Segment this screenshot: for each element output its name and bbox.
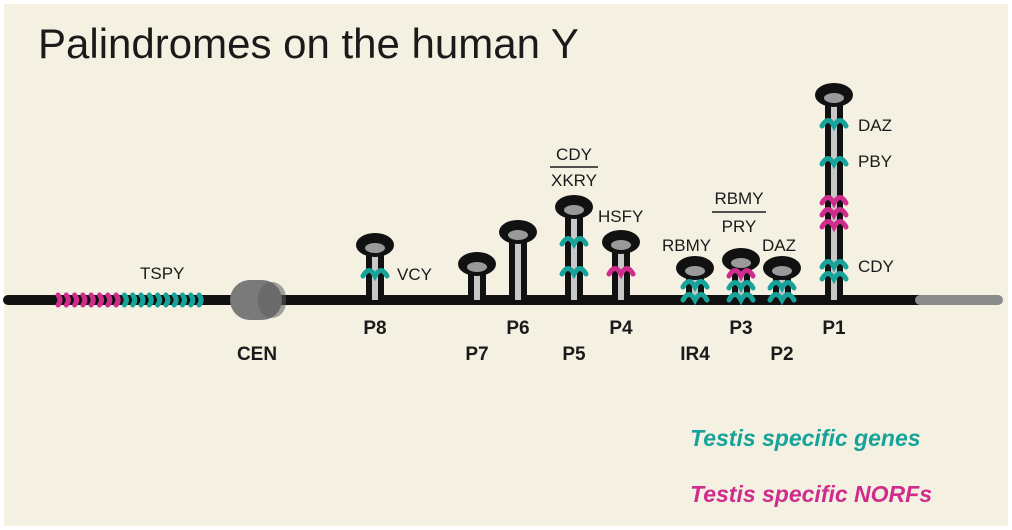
stem-loop-inner: [772, 266, 792, 276]
diagram-title: Palindromes on the human Y: [38, 20, 579, 67]
tspy-band: [188, 292, 196, 308]
palindrome-p1: [815, 83, 853, 300]
tspy-band: [113, 292, 121, 308]
centromere: [230, 280, 286, 320]
gene-label-daz-p2: DAZ: [762, 236, 796, 255]
palindrome-label-ir4: IR4: [680, 344, 710, 365]
gene-band: [819, 259, 849, 273]
tspy-band: [163, 292, 171, 308]
palindrome-label-p3: P3: [729, 318, 752, 339]
gene-label-pby: PBY: [858, 152, 892, 171]
gene-band: [559, 266, 589, 280]
gene-band: [819, 207, 849, 221]
gene-label-hsfy: HSFY: [598, 207, 643, 226]
tspy-band: [72, 292, 80, 308]
gene-label-cdy-p1: CDY: [858, 257, 894, 276]
gene-band: [767, 292, 797, 306]
stem-loop-inner: [508, 230, 528, 240]
gene-band: [680, 279, 710, 293]
gene-band: [767, 280, 797, 294]
tspy-band: [80, 292, 88, 308]
tspy-band: [97, 292, 104, 308]
stem-loop-inner: [365, 243, 385, 253]
palindrome-label-p7: P7: [465, 344, 488, 365]
stem-loop-inner: [685, 266, 705, 276]
legend-testis-norfs: Testis specific NORFs: [690, 481, 932, 507]
palindrome-label-p5: P5: [562, 344, 586, 365]
tspy-band: [138, 292, 146, 308]
gene-band: [726, 292, 756, 306]
legend-testis-genes: Testis specific genes: [690, 425, 921, 451]
gene-band: [819, 195, 849, 209]
gene-label-vcy: VCY: [397, 265, 432, 284]
palindrome-p5: [555, 195, 593, 300]
gene-label-cdy-p5: CDY: [556, 145, 592, 164]
stem-loop-inner: [564, 205, 584, 215]
gene-label-xkry: XKRY: [551, 171, 597, 190]
palindrome-label-p4: P4: [609, 318, 633, 339]
palindrome-p2: [763, 256, 801, 306]
tspy-band: [130, 292, 138, 308]
tspy-band: [196, 292, 204, 308]
stem-loop-inner: [467, 262, 487, 272]
gene-band: [819, 271, 849, 285]
gene-band: [726, 280, 756, 294]
tspy-band: [121, 292, 129, 308]
stem-loop-inner: [611, 240, 631, 250]
tspy-band: [88, 292, 96, 308]
gene-label-pry: PRY: [722, 217, 757, 236]
palindrome-p7: [458, 252, 496, 300]
gene-band: [360, 268, 390, 282]
gene-label-tspy: TSPY: [140, 264, 184, 283]
palindrome-ir4: [676, 256, 714, 306]
gene-band: [559, 236, 589, 250]
palindrome-p8: [356, 233, 394, 300]
gene-band: [606, 266, 636, 280]
palindrome-p3: [722, 248, 760, 306]
gene-label-rbmy-ir4: RBMY: [662, 236, 711, 255]
tspy-band: [180, 292, 187, 308]
palindrome-label-p2: P2: [770, 344, 793, 365]
palindrome-p4: [602, 230, 640, 300]
gene-band: [726, 268, 756, 282]
tspy-band: [146, 292, 154, 308]
stem-loop-inner: [731, 258, 751, 268]
gene-band: [680, 292, 710, 306]
tspy-repeat-array: [55, 292, 204, 308]
palindrome-label-p8: P8: [363, 318, 386, 339]
gene-band: [819, 118, 849, 132]
tspy-band: [55, 292, 63, 308]
tspy-band: [155, 292, 163, 308]
gene-band: [819, 219, 849, 233]
palindrome-label-p1: P1: [822, 318, 846, 339]
palindrome-label-p6: P6: [506, 318, 529, 339]
centromere-label: CEN: [237, 344, 277, 365]
gene-label-daz-p1: DAZ: [858, 116, 892, 135]
tspy-band: [63, 292, 71, 308]
palindrome-p6: [499, 220, 537, 300]
gene-band: [819, 156, 849, 170]
stem-loop-inner: [824, 93, 844, 103]
centromere-shade: [258, 282, 286, 318]
palindrome-stems: [356, 83, 853, 306]
tspy-band: [171, 292, 179, 308]
gene-label-rbmy-p3: RBMY: [714, 189, 763, 208]
tspy-band: [105, 292, 113, 308]
